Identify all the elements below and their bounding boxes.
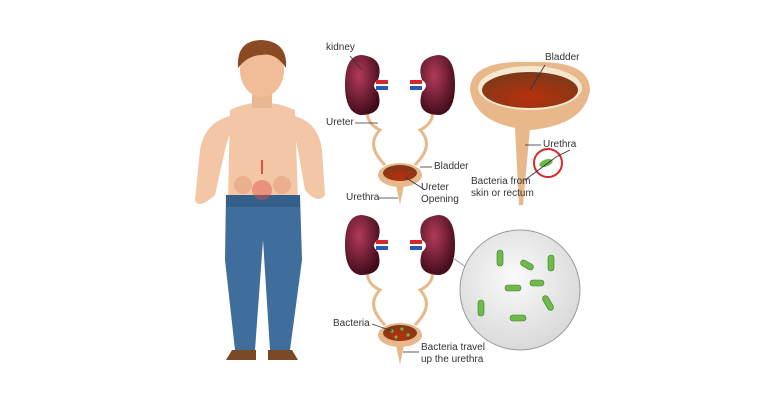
ureter-label: Ureter [326,117,354,128]
bladder-detail [470,61,590,205]
top-urinary-system [345,55,455,205]
kidney-right [420,55,455,115]
bladder-label: Bladder [434,161,469,172]
detail-urethra-label: Urethra [543,139,577,150]
kidney-left [345,55,380,115]
urethra-label: Urethra [346,192,380,203]
detail-bladder-label: Bladder [545,52,580,63]
man-figure [195,40,325,360]
bacteria-label: Bacteria [333,318,370,329]
kidney-label: kidney [326,42,355,53]
bottom-urinary-system [345,215,581,365]
